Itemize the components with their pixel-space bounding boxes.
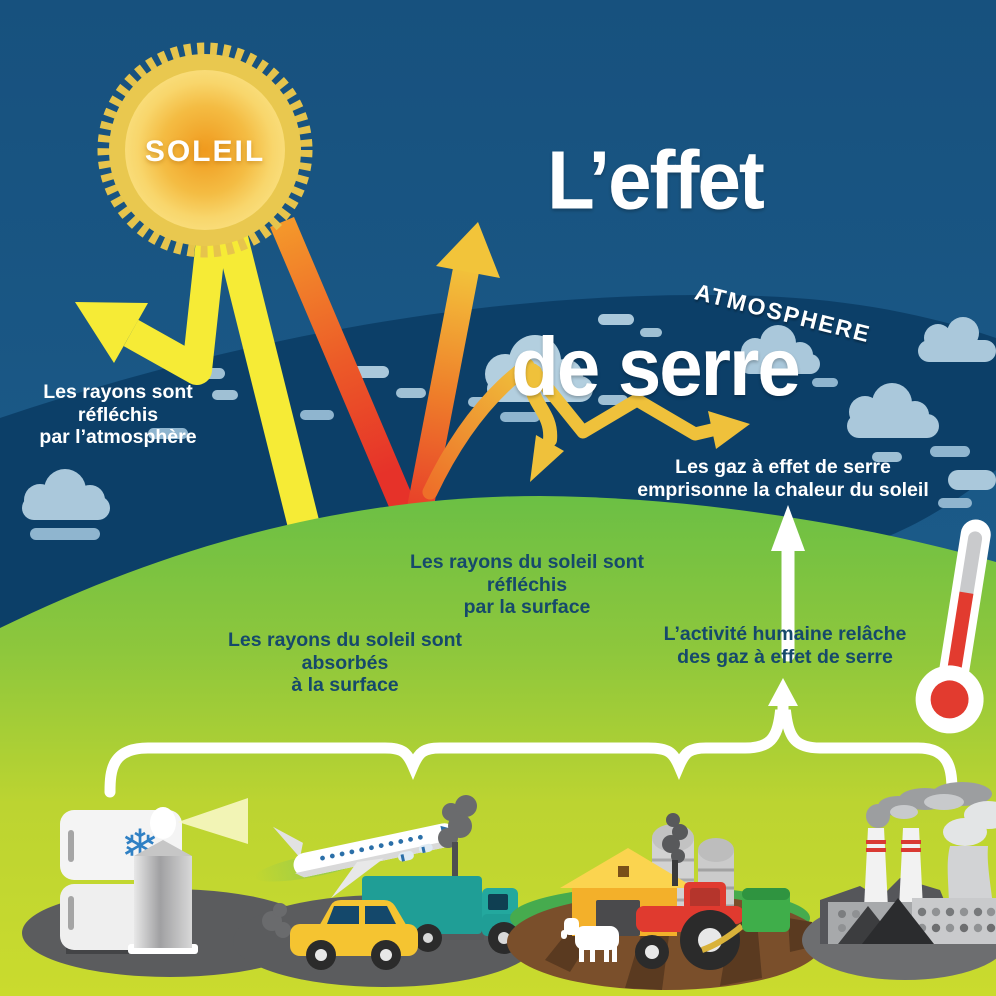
page-title: L’effet de serre [455, 40, 855, 413]
agriculture-sources-group [507, 813, 823, 990]
cloud-icon [22, 469, 110, 540]
caption-reflected-atmosphere: Les rayons sont réfléchis par l’atmosphè… [39, 381, 197, 449]
coal-pile [862, 898, 934, 944]
tractor-icon [635, 813, 744, 970]
aerosol-can-icon [128, 798, 248, 954]
cloud-icon [938, 470, 996, 508]
cloud-icon [847, 383, 970, 462]
exhaust-smoke [662, 813, 688, 863]
factory-icon [828, 898, 996, 944]
trapped-heat-arrows [524, 363, 750, 482]
car-icon [262, 900, 418, 970]
spray-beam [178, 798, 248, 844]
thermometer-icon [915, 519, 991, 734]
smokestack-icon [864, 828, 923, 908]
caption-trapped-heat: Les gaz à effet de serre emprisonne la c… [637, 456, 929, 501]
title-line2: de serre [511, 319, 801, 414]
ray-reflected-by-atmosphere-arrow [75, 220, 228, 385]
exhaust-smoke [262, 903, 291, 938]
airplane-icon [272, 823, 458, 899]
caption-absorbed-surface: Les rayons du soleil sont absorbés à la … [227, 629, 463, 697]
caption-human-activity: L’activité humaine relâche des gaz à eff… [663, 623, 907, 668]
cloud-icon [918, 317, 996, 362]
cloud-icon [740, 325, 838, 387]
human-activity-up-arrow [771, 505, 805, 662]
sun-icon [97, 42, 313, 258]
exhaust-smoke [438, 795, 477, 848]
smokestack-smoke [866, 782, 992, 828]
sun-label: SOLEIL [144, 135, 266, 168]
cow-icon [561, 918, 619, 962]
transport-sources-group [233, 795, 537, 987]
clouds [22, 314, 996, 540]
title-line1: L’effet [547, 133, 765, 227]
hay-baler-icon [700, 888, 790, 953]
industry-sources-group [802, 782, 996, 980]
caption-reflected-surface: Les rayons du soleil sont réfléchis par … [409, 551, 645, 619]
sources-bracket [104, 678, 958, 798]
cloud-icon [468, 335, 628, 422]
